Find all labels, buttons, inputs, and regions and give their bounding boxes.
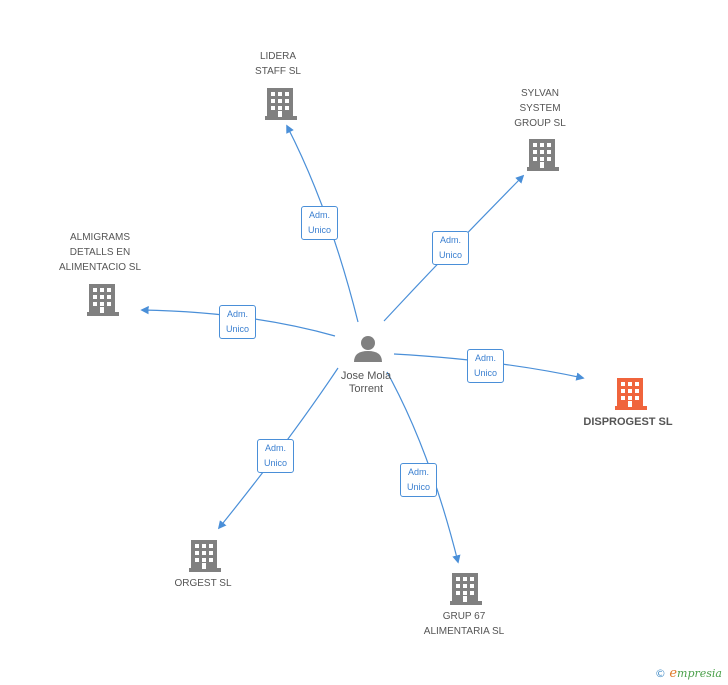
relation-label-lidera: Adm. Unico bbox=[301, 206, 339, 240]
brand-text: mpresia bbox=[677, 667, 722, 680]
brand-logo: © empresia bbox=[655, 666, 722, 681]
person-icon bbox=[354, 336, 382, 362]
building-icon-grup67 bbox=[450, 573, 482, 605]
relation-label-orgest: Adm. Unico bbox=[257, 439, 295, 473]
copyright-symbol: © bbox=[654, 667, 666, 680]
building-icon-disprogest bbox=[615, 378, 647, 410]
relation-label-disprogest: Adm. Unico bbox=[467, 349, 505, 383]
edge-grup67 bbox=[386, 371, 461, 564]
relation-label-sylvan: Adm. Unico bbox=[432, 231, 470, 265]
building-icon-lidera bbox=[265, 88, 297, 120]
company-name-grup67[interactable]: GRUP 67 ALIMENTARIA SL bbox=[423, 611, 505, 637]
company-name-lidera[interactable]: LIDERA STAFF SL bbox=[255, 51, 301, 77]
company-name-almigrams[interactable]: ALMIGRAMS DETALLS EN ALIMENTACIO SL bbox=[58, 232, 142, 273]
relation-label-grup67: Adm. Unico bbox=[400, 463, 438, 497]
building-icon-orgest bbox=[189, 540, 221, 572]
company-name-sylvan[interactable]: SYLVAN SYSTEM GROUP SL bbox=[514, 88, 566, 129]
company-name-disprogest[interactable]: DISPROGEST SL bbox=[583, 416, 673, 428]
company-name-orgest[interactable]: ORGEST SL bbox=[174, 578, 232, 589]
building-icon-sylvan bbox=[527, 139, 559, 171]
building-icon-almigrams bbox=[87, 284, 119, 316]
brand-initial: e bbox=[669, 666, 678, 681]
relation-label-almigrams: Adm. Unico bbox=[219, 305, 257, 339]
person-name[interactable]: Jose Mola Torrent bbox=[340, 370, 392, 395]
